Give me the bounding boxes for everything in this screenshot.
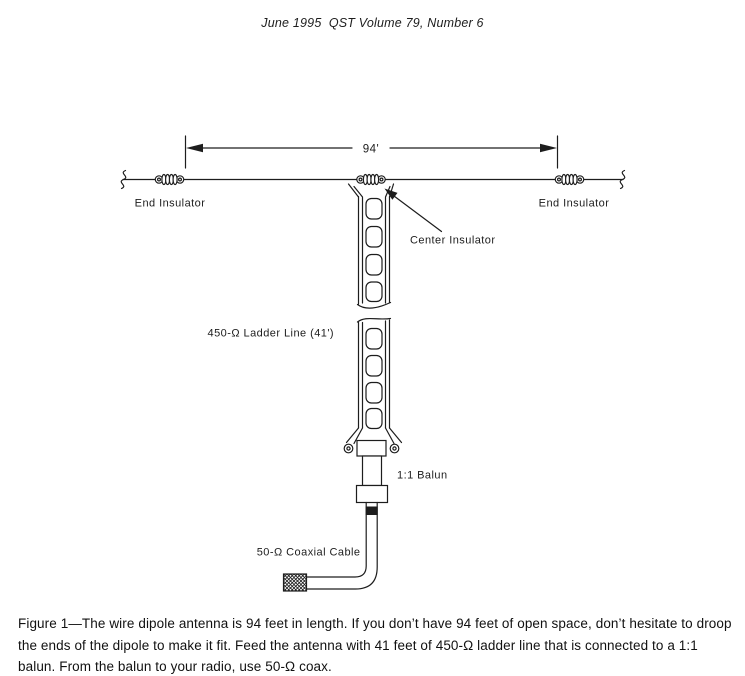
balun-eyelet-right (389, 443, 400, 454)
dimension-label: 94' (363, 144, 380, 156)
ladder-break-edge-bottom (356, 317, 392, 323)
wire-break-left (120, 169, 127, 190)
coax-outer-edge (305, 501, 378, 590)
ladder-line-label: 450-Ω Ladder Line (41') (208, 328, 334, 340)
center-insulator-label: Center Insulator (410, 235, 495, 247)
pointer-line (393, 195, 443, 233)
center-insulator-symbol (356, 173, 386, 186)
center-insulator-pointer (384, 188, 443, 233)
ladder-window (365, 407, 383, 430)
balun-flare (353, 427, 364, 445)
balun-label: 1:1 Balun (397, 470, 448, 482)
ladder-line-lower-section (356, 317, 392, 430)
balun-bottom-cap (355, 484, 389, 504)
end-insulator-right-label: End Insulator (539, 198, 610, 210)
ladder-window (365, 354, 383, 377)
ladder-line-upper-section (356, 195, 392, 309)
dimension-arrowhead-right (540, 143, 557, 153)
balun-eyelet-left-hole (346, 446, 351, 451)
coax-connector (282, 573, 308, 592)
ladder-window (365, 327, 383, 350)
end-insulator-right-symbol (554, 173, 585, 186)
coax-band (365, 506, 378, 515)
coax-label: 50-Ω Coaxial Cable (257, 547, 361, 559)
ladder-window (365, 381, 383, 404)
balun-flare (345, 427, 360, 444)
page-header-citation: June 1995 QST Volume 79, Number 6 (261, 16, 484, 30)
coax-inner-edge (305, 501, 367, 578)
ladder-window (365, 281, 383, 303)
balun-flare (388, 427, 403, 444)
figure-caption: Figure 1—The wire dipole antenna is 94 f… (18, 616, 732, 674)
balun-eyelet-left (343, 443, 354, 454)
balun-top-cap (356, 439, 387, 457)
end-insulator-left-label: End Insulator (135, 198, 206, 210)
center-insulator-skirt (347, 183, 395, 198)
ladder-break-edge-top (356, 301, 392, 309)
balun-body (361, 455, 383, 487)
ladder-window (365, 197, 383, 220)
balun-eyelet-right-hole (392, 446, 397, 451)
dimension-94ft: 94' (184, 135, 559, 169)
wire-break-right (619, 169, 626, 190)
ladder-window (365, 225, 383, 248)
end-insulator-left-symbol (154, 173, 185, 186)
coax-cable-symbol (282, 501, 378, 592)
ladder-window (365, 253, 383, 276)
balun-symbol (343, 427, 403, 504)
balun-flare (384, 427, 395, 445)
dimension-arrowhead-left (186, 143, 203, 153)
